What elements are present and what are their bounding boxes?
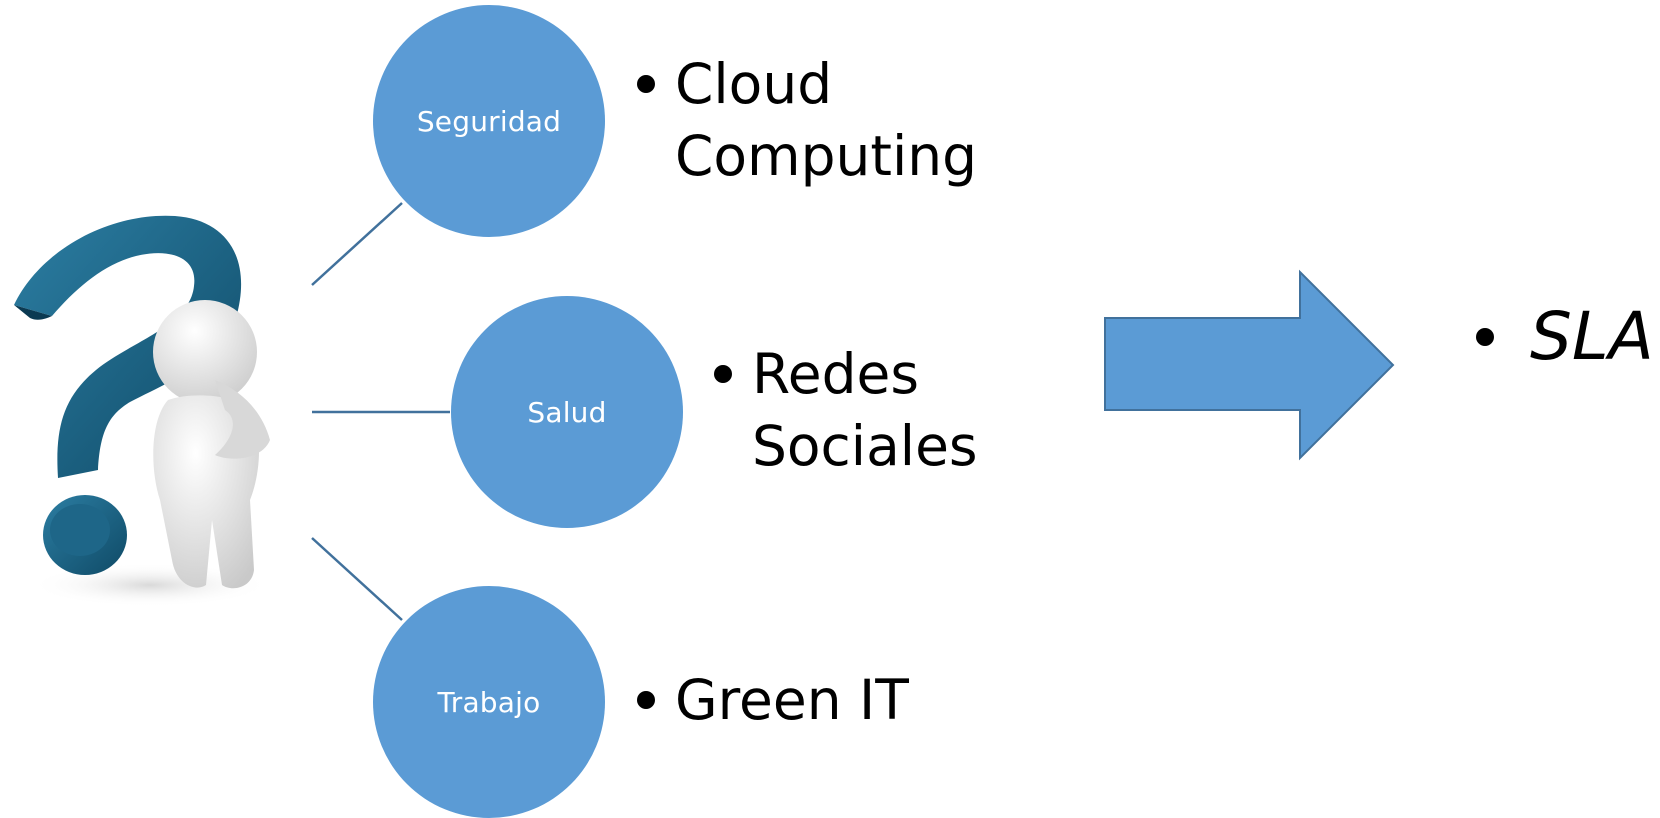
connectors (311, 202, 450, 621)
bullet-dot-icon (1476, 327, 1494, 346)
bullet-green-it: Green IT (637, 664, 909, 736)
node-label: Seguridad (416, 104, 562, 138)
bullet-dot-icon (637, 691, 655, 709)
node-label: Trabajo (437, 685, 541, 719)
node-label: Salud (527, 395, 607, 429)
connector-trabajo (311, 537, 403, 621)
person-figure (153, 300, 270, 589)
bullet-text: Cloud Computing (675, 52, 978, 188)
node-seguridad: Seguridad (373, 5, 605, 237)
bullet-text: Redes Sociales (752, 342, 978, 478)
bullet-cloud-computing: Cloud Computing (637, 48, 977, 192)
bullet-dot-icon (714, 365, 732, 383)
result-text: SLA (1530, 298, 1654, 375)
node-trabajo: Trabajo (373, 586, 605, 818)
thinking-person-with-question-mark-icon (14, 215, 270, 607)
node-salud: Salud (451, 296, 683, 528)
right-arrow-icon (1104, 269, 1395, 461)
result-sla: SLA (1476, 298, 1654, 375)
bullet-redes-sociales: Redes Sociales (714, 338, 978, 482)
bullet-text: Green IT (675, 668, 909, 732)
connector-seguridad (311, 202, 403, 286)
bullet-dot-icon (637, 75, 655, 93)
